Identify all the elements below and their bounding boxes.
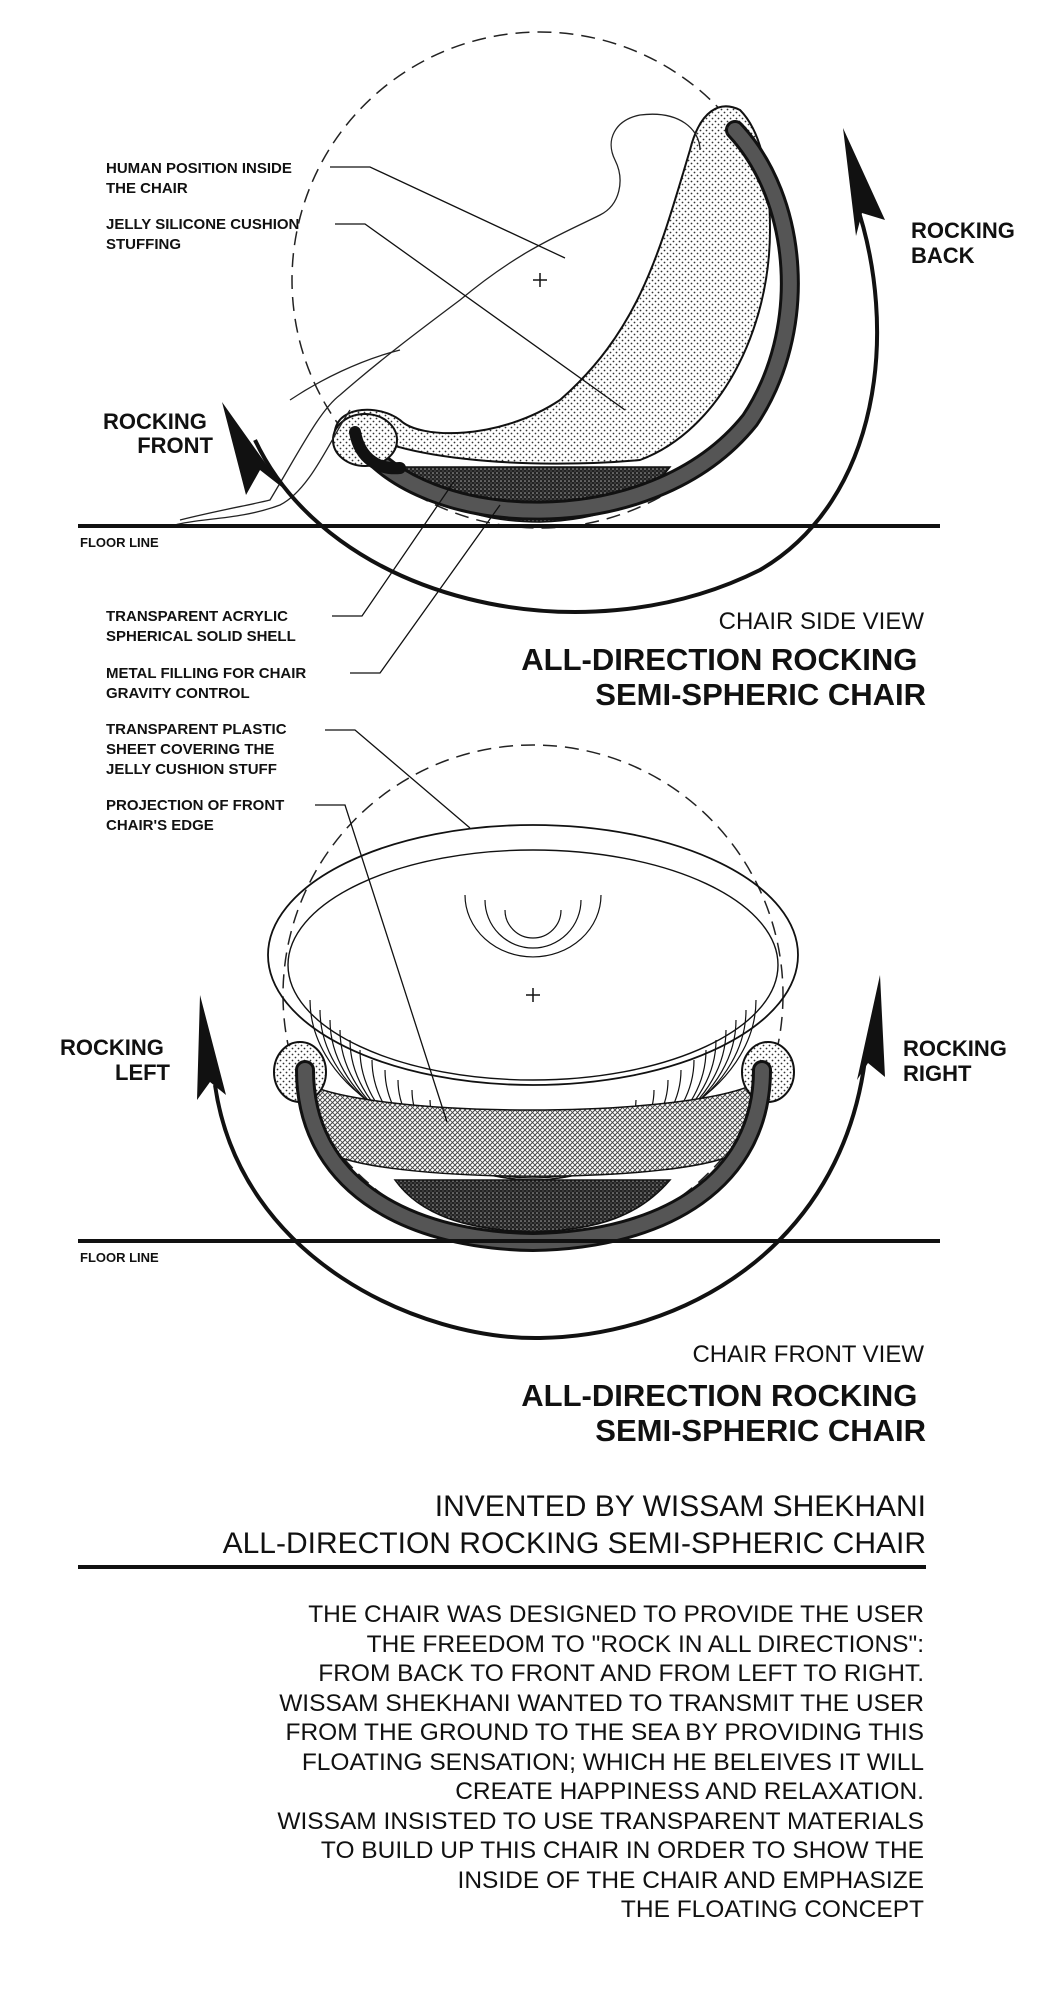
description-line: THE CHAIR WAS DESIGNED TO PROVIDE THE US… — [308, 1601, 924, 1628]
side-leader-lines — [330, 166, 626, 674]
description-line: CREATE HAPPINESS AND RELAXATION. — [455, 1778, 924, 1805]
description-line: FROM BACK TO FRONT AND FROM LEFT TO RIGH… — [318, 1660, 924, 1687]
label-rocking-front: ROCKING FRONT — [103, 409, 214, 458]
front-rim-inner — [287, 849, 779, 1081]
side-view-title: ALL-DIRECTION ROCKING SEMI-SPHERIC CHAIR — [521, 642, 926, 712]
side-cushion-lip — [332, 413, 398, 467]
front-view-caption: CHAIR FRONT VIEW — [692, 1341, 924, 1368]
description-line: WISSAM INSISTED TO USE TRANSPARENT MATER… — [277, 1807, 924, 1835]
front-rocking-arrow — [213, 1059, 867, 1341]
front-rim-outer — [267, 824, 799, 1086]
side-center-mark — [533, 273, 547, 287]
side-human-outline — [179, 113, 701, 521]
label-rocking-back: ROCKING BACK — [911, 218, 1021, 268]
description-line: TO BUILD UP THIS CHAIR IN ORDER TO SHOW … — [320, 1837, 924, 1864]
credit-block: INVENTED BY WISSAM SHEKHANI ALL-DIRECTIO… — [78, 1490, 926, 1569]
front-arrowhead-left — [197, 995, 226, 1100]
description-paragraph: THE CHAIR WAS DESIGNED TO PROVIDE THE US… — [44, 1600, 924, 1925]
description-line: FLOATING SENSATION; WHICH HE BELEIVES IT… — [301, 1748, 924, 1776]
side-arrowhead-back — [843, 128, 885, 236]
side-view-drawing: HUMAN POSITION INSIDE THE CHAIR JELLY SI… — [78, 31, 1021, 712]
label-plastic-sheet: TRANSPARENT PLASTIC SHEET COVERING THE J… — [106, 721, 291, 778]
credit-line-1: INVENTED BY WISSAM SHEKHANI — [435, 1490, 926, 1523]
front-cushion-band — [298, 1078, 764, 1177]
description-line: INSIDE OF THE CHAIR AND EMPHASIZE — [457, 1866, 924, 1894]
side-rocking-arrow — [253, 199, 880, 614]
label-floor-line-front: FLOOR LINE — [80, 1250, 159, 1265]
label-human-position: HUMAN POSITION INSIDE THE CHAIR — [106, 160, 296, 197]
label-rocking-left: ROCKING LEFT — [60, 1035, 171, 1085]
credit-line-2: ALL-DIRECTION ROCKING SEMI-SPHERIC CHAIR — [223, 1527, 926, 1560]
front-center-mark — [526, 988, 540, 1002]
front-metal-filling — [393, 1179, 672, 1233]
front-arrowhead-right — [857, 975, 885, 1080]
label-jelly-cushion: JELLY SILICONE CUSHION STUFFING — [106, 216, 304, 253]
description-line: THE FREEDOM TO "ROCK IN ALL DIRECTIONS": — [366, 1630, 924, 1658]
label-rocking-right: ROCKING RIGHT — [903, 1036, 1013, 1086]
description-line: FROM THE GROUND TO THE SEA BY PROVIDING … — [285, 1719, 924, 1746]
front-leader-lines — [315, 729, 471, 1123]
label-acrylic-shell: TRANSPARENT ACRYLIC SPHERICAL SOLID SHEL… — [106, 608, 296, 645]
label-projection-edge: PROJECTION OF FRONT CHAIR'S EDGE — [106, 797, 289, 834]
side-cushion — [333, 105, 772, 465]
side-arrowhead-front — [222, 402, 283, 495]
description-line: WISSAM SHEKHANI WANTED TO TRANSMIT THE U… — [279, 1689, 924, 1717]
front-dashed-sphere — [282, 744, 784, 1246]
front-view-title: ALL-DIRECTION ROCKING SEMI-SPHERIC CHAIR — [521, 1378, 926, 1448]
front-view-drawing: TRANSPARENT PLASTIC SHEET COVERING THE J… — [60, 721, 1013, 1448]
description-line: THE FLOATING CONCEPT — [620, 1896, 924, 1923]
label-metal-filling: METAL FILLING FOR CHAIR GRAVITY CONTROL — [106, 665, 310, 702]
label-floor-line-side: FLOOR LINE — [80, 535, 159, 550]
side-view-caption: CHAIR SIDE VIEW — [719, 608, 925, 635]
